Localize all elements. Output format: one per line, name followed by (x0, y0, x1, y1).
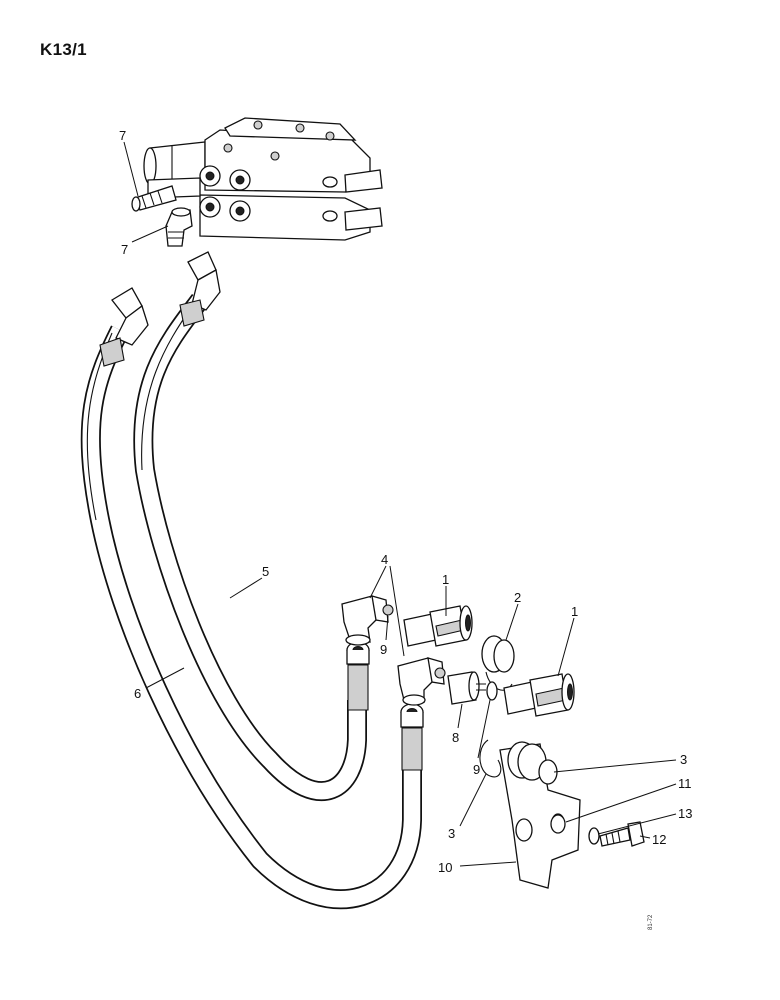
callout-5: 5 (262, 564, 269, 579)
elbow-adaptor-7 (165, 207, 193, 247)
callout-labels: 7 7 4 5 6 1 2 1 9 8 9 3 11 13 12 3 10 (119, 128, 692, 875)
elbow-adaptor-4-lower (397, 657, 446, 706)
quick-coupler-1-lower (503, 673, 575, 717)
leader-lines (123, 141, 677, 867)
control-valve-block (143, 117, 383, 241)
nut-11 (550, 814, 566, 834)
washer-13 (588, 827, 600, 845)
callout-1-lower: 1 (571, 604, 578, 619)
callout-7-straight: 7 (119, 128, 126, 143)
page-title: K13/1 (40, 40, 87, 59)
callout-3-right: 3 (680, 752, 687, 767)
callout-12: 12 (652, 832, 666, 847)
callout-9-lower: 9 (473, 762, 480, 777)
straight-adaptor-7 (131, 185, 177, 212)
elbow-adaptor-4-upper (341, 595, 394, 646)
callout-2: 2 (514, 590, 521, 605)
callout-13: 13 (678, 806, 692, 821)
callout-8: 8 (452, 730, 459, 745)
callout-7-elbow: 7 (121, 242, 128, 257)
callout-1-upper: 1 (442, 572, 449, 587)
hose-end-fittings-lower (346, 641, 424, 771)
callout-4: 4 (381, 552, 388, 567)
callout-10: 10 (438, 860, 452, 875)
callout-11: 11 (678, 776, 692, 791)
callout-9-upper: 9 (380, 642, 387, 657)
bolt-12 (599, 821, 645, 847)
mounting-bracket-10 (499, 741, 581, 889)
callout-6: 6 (134, 686, 141, 701)
callout-3-left: 3 (448, 826, 455, 841)
hose-end-fittings-upper (99, 251, 221, 367)
adaptor-8 (447, 671, 486, 705)
seal-9-lower (486, 681, 498, 701)
quick-coupler-1-upper (403, 605, 473, 647)
dust-cap-2 (481, 635, 515, 691)
circlip-3-left (479, 739, 502, 778)
print-reference: 81-72 (648, 914, 654, 930)
